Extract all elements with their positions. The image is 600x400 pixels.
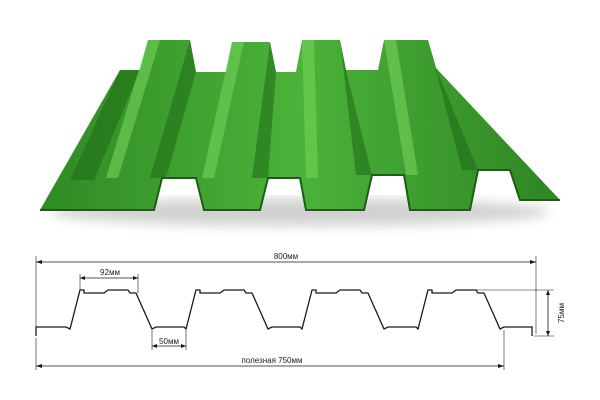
label-rib-bottom: 50мм: [159, 337, 179, 346]
dim-height: [476, 289, 554, 337]
dim-useful-width: [35, 330, 505, 370]
label-height: 75мм: [557, 303, 566, 323]
label-rib-top: 92мм: [100, 268, 120, 277]
dim-rib-bottom: [151, 330, 187, 350]
sheet-front-edge: [40, 169, 560, 211]
dim-rib-top: [79, 274, 139, 293]
rib-highlights: [106, 40, 418, 178]
profile-section-line: [35, 289, 533, 336]
sheet-3d-render: [40, 40, 560, 226]
rib-shading: [70, 40, 478, 180]
dim-total-width: [35, 256, 537, 334]
sheet-body: [40, 40, 560, 210]
profile-drawing: [35, 256, 554, 370]
label-useful-width: полезная 750мм: [242, 356, 303, 365]
label-total-width: 800мм: [274, 252, 298, 261]
